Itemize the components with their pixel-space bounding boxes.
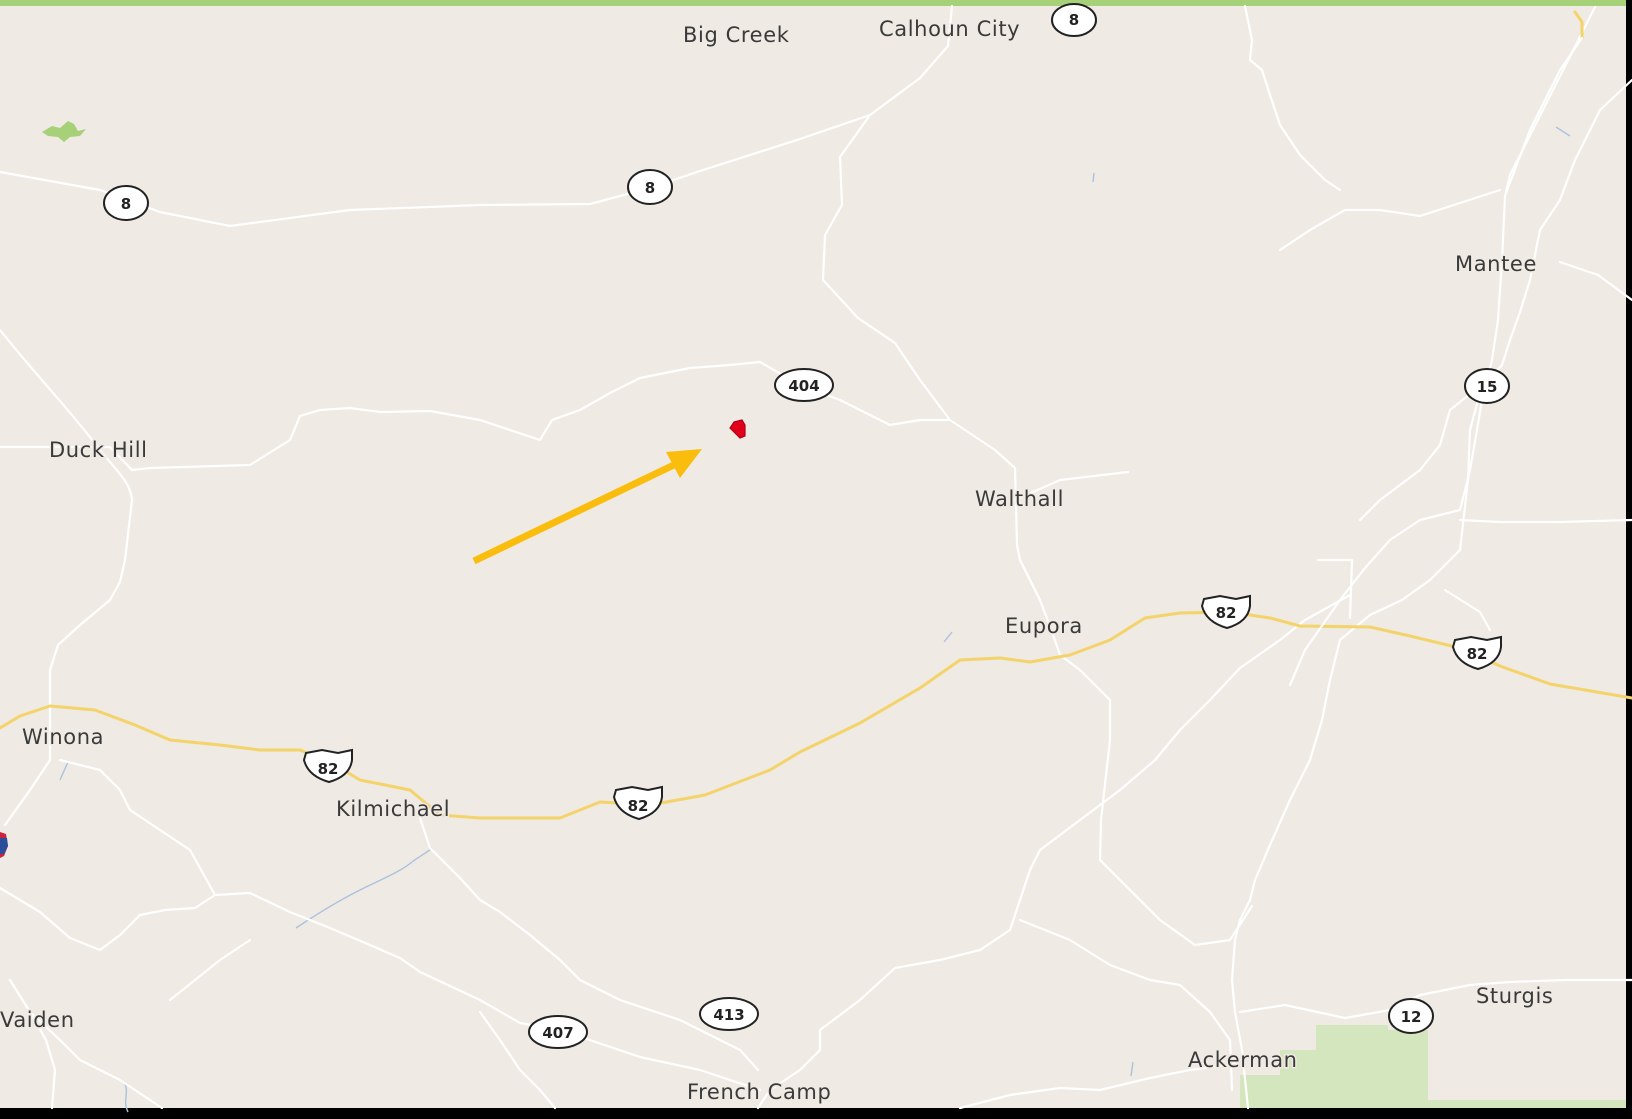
place-label-kilmichael[interactable]: Kilmichael bbox=[335, 796, 452, 823]
place-labels: Big Creek Calhoun City Mantee Duck Hill … bbox=[0, 16, 1555, 1106]
property-marker-icon[interactable] bbox=[729, 419, 746, 439]
svg-text:8: 8 bbox=[1069, 11, 1079, 29]
svg-text:407: 407 bbox=[542, 1024, 573, 1042]
state-route-8-shield-center[interactable]: 8 bbox=[627, 169, 673, 205]
svg-text:413: 413 bbox=[713, 1006, 744, 1024]
place-label-french-camp[interactable]: French Camp bbox=[686, 1079, 833, 1106]
state-route-15-shield[interactable]: 15 bbox=[1464, 368, 1510, 404]
place-label-sturgis[interactable]: Sturgis bbox=[1475, 983, 1555, 1010]
highways bbox=[0, 10, 1632, 820]
svg-text:82: 82 bbox=[318, 760, 339, 778]
land-background bbox=[0, 4, 1632, 1119]
park-areas bbox=[42, 121, 1626, 1108]
trunk-roads bbox=[1288, 36, 1584, 687]
place-label-vaiden[interactable]: Vaiden bbox=[0, 1007, 76, 1034]
place-label-winona[interactable]: Winona bbox=[21, 724, 105, 751]
arrow-icon bbox=[472, 449, 702, 565]
svg-text:12: 12 bbox=[1401, 1008, 1422, 1026]
state-route-8-shield-west[interactable]: 8 bbox=[103, 185, 149, 221]
place-label-calhoun-city[interactable]: Calhoun City bbox=[878, 16, 1022, 43]
place-label-ackerman[interactable]: Ackerman bbox=[1187, 1047, 1299, 1074]
state-route-404-shield[interactable]: 404 bbox=[774, 368, 834, 402]
us-route-82-shield-west[interactable]: 82 bbox=[302, 748, 353, 784]
place-label-duck-hill[interactable]: Duck Hill bbox=[48, 437, 149, 464]
svg-text:15: 15 bbox=[1477, 378, 1498, 396]
us-82-road bbox=[0, 610, 1632, 820]
svg-text:82: 82 bbox=[1467, 645, 1488, 663]
svg-text:8: 8 bbox=[121, 195, 131, 213]
route-shields: 8 8 8 404 15 82 bbox=[103, 3, 1510, 1049]
top-border bbox=[0, 0, 1632, 6]
us-route-82-shield-center[interactable]: 82 bbox=[612, 785, 663, 821]
place-label-big-creek[interactable]: Big Creek bbox=[682, 22, 791, 49]
svg-text:404: 404 bbox=[788, 377, 819, 395]
state-route-407-shield[interactable]: 407 bbox=[528, 1015, 588, 1049]
bottom-frame bbox=[0, 1108, 1632, 1119]
us-route-82-shield-east[interactable]: 82 bbox=[1200, 594, 1251, 630]
svg-text:82: 82 bbox=[1216, 604, 1237, 622]
svg-text:8: 8 bbox=[645, 179, 655, 197]
place-label-eupora[interactable]: Eupora bbox=[1004, 613, 1084, 640]
interstate-shield-icon bbox=[0, 832, 8, 858]
state-route-413-shield[interactable]: 413 bbox=[699, 997, 759, 1031]
right-frame bbox=[1626, 0, 1632, 1119]
place-label-mantee[interactable]: Mantee bbox=[1454, 251, 1538, 278]
state-route-12-shield[interactable]: 12 bbox=[1388, 998, 1434, 1034]
state-route-8-shield-north[interactable]: 8 bbox=[1051, 3, 1097, 37]
us-route-82-shield-far-east[interactable]: 82 bbox=[1451, 635, 1502, 671]
place-label-walthall[interactable]: Walthall bbox=[974, 486, 1065, 513]
svg-text:82: 82 bbox=[628, 797, 649, 815]
